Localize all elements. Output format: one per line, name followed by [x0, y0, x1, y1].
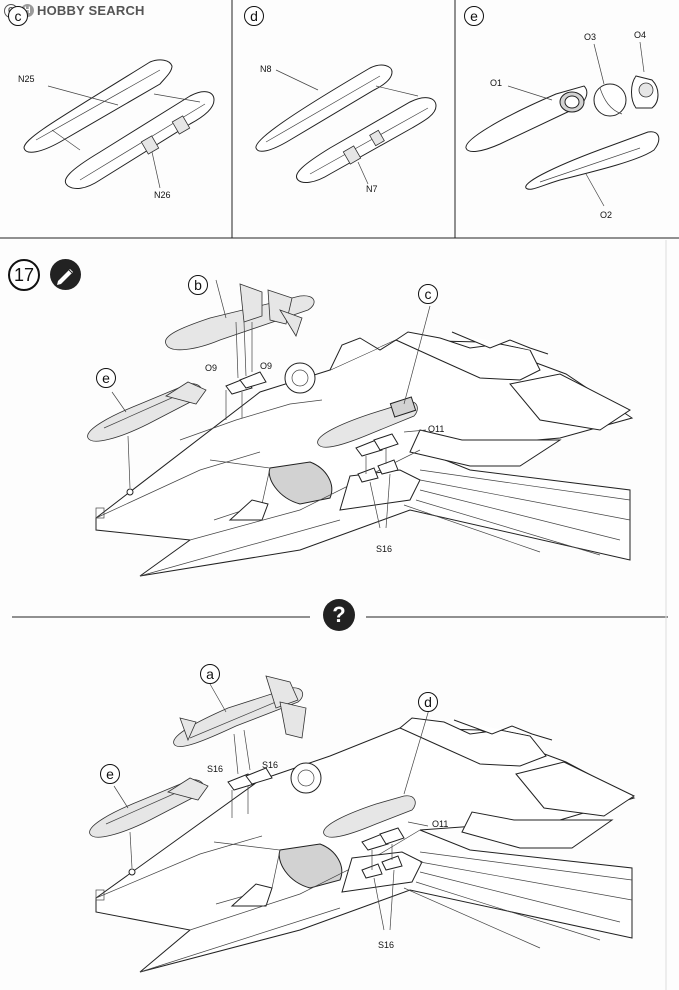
panel-e-callout: e	[464, 6, 484, 26]
part-label-o3: O3	[584, 32, 597, 42]
step17-option2-stores	[89, 675, 431, 931]
option1-store-callout-b: b	[188, 275, 208, 295]
step17-option1-stores	[87, 279, 431, 529]
part-label-n8: N8	[260, 64, 272, 74]
option2-store-callout-a: a	[200, 664, 220, 684]
option2-store-callout-e: e	[100, 764, 120, 784]
part-label-n25: N25	[18, 74, 35, 84]
watermark-brand: HOBBY SEARCH	[37, 3, 145, 18]
step17-aircraft-option1	[95, 331, 634, 577]
part-label-o9-right: O9	[260, 361, 273, 371]
panel-c-drawing	[23, 59, 215, 189]
part-label-s16-left: S16	[207, 764, 224, 774]
part-label-s16-bottom: S16	[378, 940, 395, 950]
part-label-o11-option2: O11	[432, 819, 449, 829]
part-label-o4: O4	[634, 30, 647, 40]
panel-d-drawing	[255, 64, 437, 185]
option2-store-callout-d: d	[418, 692, 438, 712]
part-label-o9-left: O9	[205, 363, 218, 373]
question-mark-icon: ?	[323, 599, 355, 631]
part-label-o1: O1	[490, 78, 503, 88]
top-panel-frame	[0, 0, 679, 239]
part-label-n26: N26	[154, 190, 171, 200]
part-label-n7: N7	[366, 184, 378, 194]
paint-pencil-icon	[50, 259, 81, 290]
step-number: 17	[8, 259, 40, 291]
option1-store-callout-e: e	[96, 368, 116, 388]
part-label-s16: S16	[376, 544, 393, 554]
panel-e-drawing	[465, 41, 660, 207]
panel-d-callout: d	[244, 6, 264, 26]
step17-aircraft-option2	[95, 717, 636, 973]
part-label-o2: O2	[600, 210, 613, 220]
option1-store-callout-c: c	[418, 284, 438, 304]
part-label-o11: O11	[428, 424, 445, 434]
panel-c-callout: c	[8, 6, 28, 26]
part-label-s16-right: S16	[262, 760, 279, 770]
